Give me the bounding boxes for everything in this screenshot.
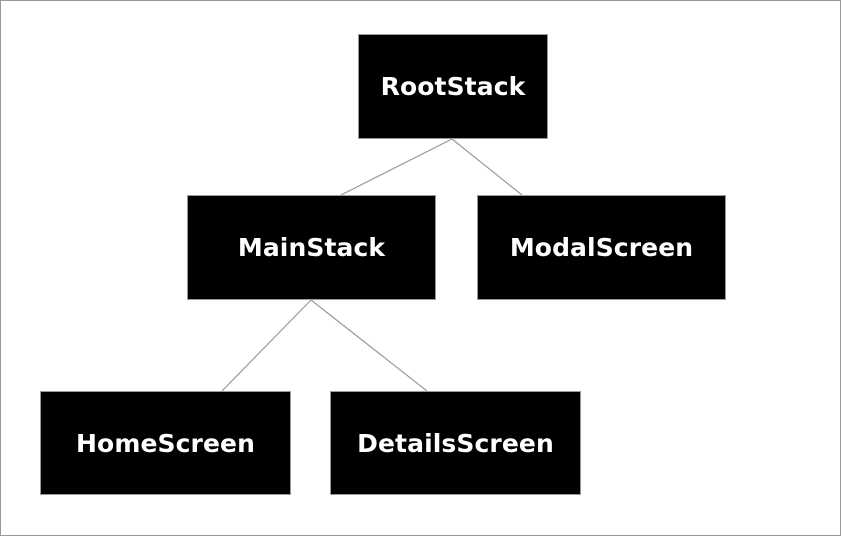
node-modalscreen-label: ModalScreen <box>509 233 694 262</box>
node-detailsscreen[interactable]: DetailsScreen <box>330 391 581 495</box>
node-homescreen-label: HomeScreen <box>76 428 255 458</box>
edge-mainstack-detailsscreen <box>310 299 428 392</box>
node-detailsscreen-label: DetailsScreen <box>357 428 554 458</box>
node-rootstack-label: RootStack <box>380 72 526 101</box>
node-mainstack[interactable]: MainStack <box>187 195 436 300</box>
node-rootstack[interactable]: RootStack <box>358 34 548 139</box>
edge-rootstack-modalscreen <box>451 138 523 196</box>
node-mainstack-label: MainStack <box>237 233 386 262</box>
edge-rootstack-mainstack <box>340 138 453 196</box>
node-homescreen[interactable]: HomeScreen <box>40 391 291 495</box>
edge-mainstack-homescreen <box>221 299 312 392</box>
node-modalscreen[interactable]: ModalScreen <box>477 195 726 300</box>
